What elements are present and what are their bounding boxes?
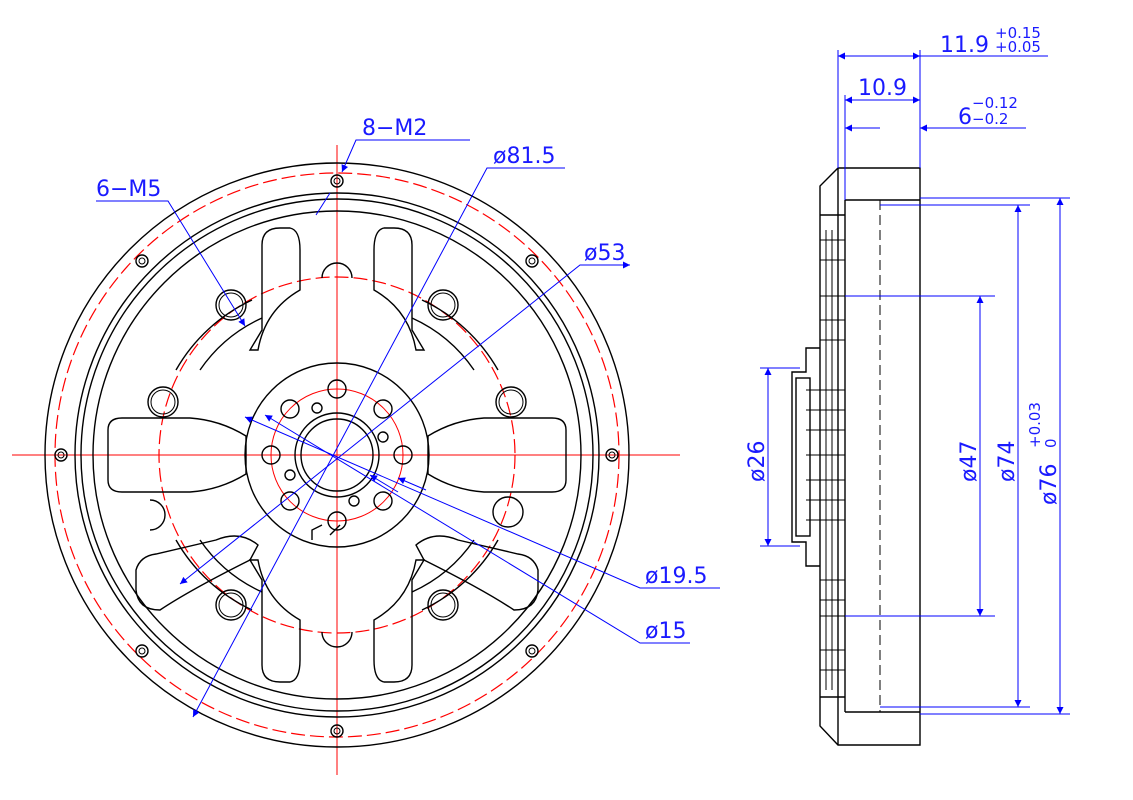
recess-depth-lower-tol: −0.2 xyxy=(972,110,1008,128)
dia-76-upper-tol: +0.03 xyxy=(1026,402,1044,448)
front-view: 8−M2 6−M5 ø81.5 ø53 ø19.5 ø15 xyxy=(12,116,720,775)
dia-53-label: ø53 xyxy=(584,241,625,266)
overall-width-upper-tol: +0.15 xyxy=(995,24,1041,42)
front-centerlines xyxy=(12,145,680,775)
dia-19-5-label: ø19.5 xyxy=(645,564,707,589)
recess-depth-upper-tol: −0.12 xyxy=(972,94,1018,112)
side-extension-lines xyxy=(760,50,1070,715)
dia-26-label: ø26 xyxy=(745,441,770,482)
dia-76-lower-tol: 0 xyxy=(1042,438,1060,448)
front-leaders xyxy=(96,139,720,718)
overall-width-lower-tol: +0.05 xyxy=(995,38,1041,56)
dia-76-label: ø76 xyxy=(1037,464,1062,505)
side-body-outline xyxy=(791,167,921,746)
side-view: 11.9 +0.15 +0.05 10.9 6 −0.12 −0.2 ø26 ø… xyxy=(745,24,1070,746)
dia-15-label: ø15 xyxy=(645,619,686,644)
side-hidden-lines xyxy=(879,200,920,712)
dia-74-label: ø74 xyxy=(995,441,1020,482)
flange-width-value: 10.9 xyxy=(858,76,907,101)
recess-depth-value: 6 xyxy=(958,105,972,130)
dia-81-5-label: ø81.5 xyxy=(493,144,555,169)
overall-width-value: 11.9 xyxy=(940,33,989,58)
m2-callout: 8−M2 xyxy=(362,116,427,141)
side-dimension-lines xyxy=(764,52,1064,714)
dia-47-label: ø47 xyxy=(957,441,982,482)
m5-callout: 6−M5 xyxy=(96,177,161,202)
